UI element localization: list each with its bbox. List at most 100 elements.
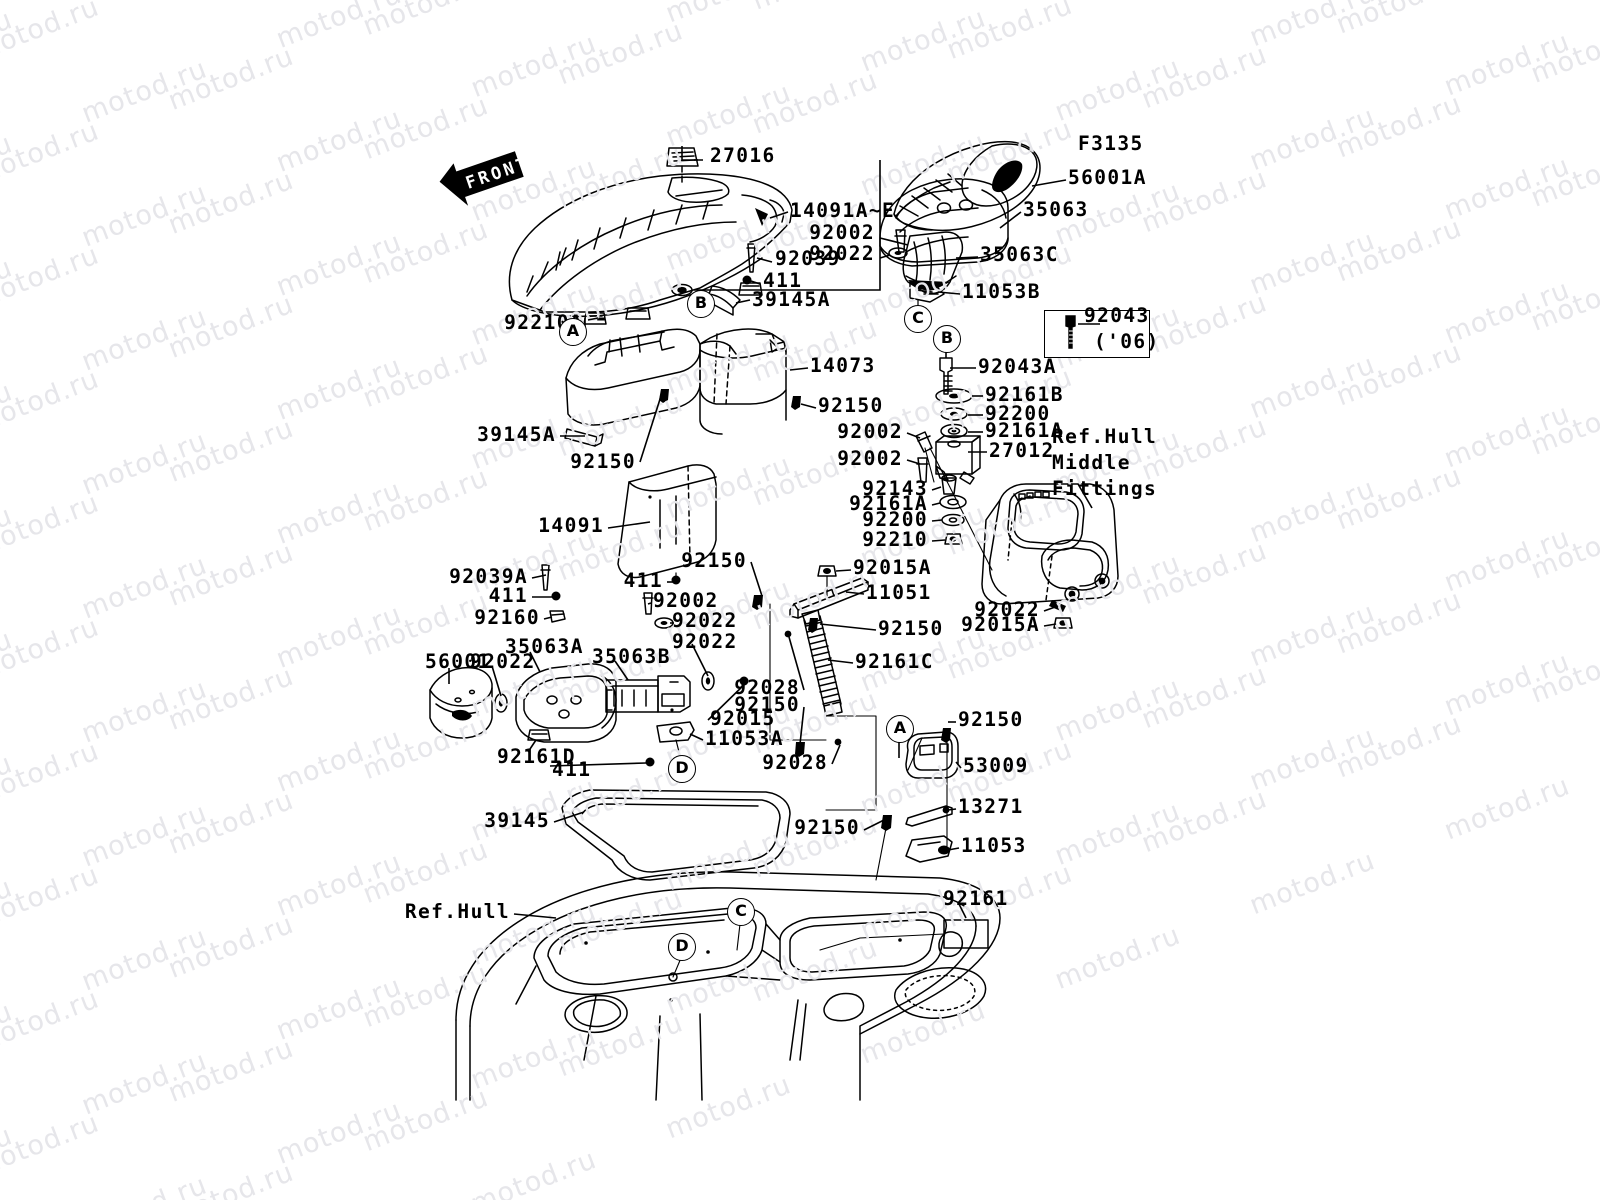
part-label-92150: 92150	[818, 394, 884, 417]
part-label-411: 411	[552, 758, 592, 781]
inset-label-92043: 92043	[1084, 304, 1150, 327]
part-label-27012: 27012	[989, 439, 1055, 462]
part-label-14091: 14091	[538, 514, 604, 537]
part-label-11053: 11053	[961, 834, 1027, 857]
part-11053B-bracket	[909, 281, 945, 303]
part-13271-rod	[905, 805, 953, 827]
callout-letter-c: C	[727, 898, 755, 926]
part-92002-bolt-latch-a	[915, 431, 933, 453]
part-label-411: 411	[623, 569, 663, 592]
screw-92150-bracket	[881, 815, 892, 831]
part-92039-pin	[746, 243, 757, 273]
part-label-RefHull: Ref.Hull	[404, 900, 510, 923]
part-label-92160: 92160	[474, 606, 540, 629]
part-11053-bracket	[905, 835, 953, 863]
part-label-411: 411	[763, 269, 803, 292]
part-label-11051: 11051	[866, 581, 932, 604]
part-92039A-pin	[540, 564, 551, 591]
part-label-92200: 92200	[985, 402, 1051, 425]
part-92161A-washer-b	[939, 494, 967, 510]
screw-92150-stay	[752, 595, 818, 757]
part-92161D-clip	[527, 729, 551, 741]
part-35063B-bracket	[605, 675, 691, 713]
part-label-92015A: 92015A	[961, 613, 1040, 636]
part-label-92022: 92022	[809, 242, 875, 265]
part-92002-bolt-topright	[894, 229, 907, 253]
part-92043A-screw	[939, 357, 953, 395]
part-411-rivet-3	[645, 757, 655, 767]
part-label-92022: 92022	[470, 650, 536, 673]
part-label-92161D: 92161D	[497, 745, 576, 768]
part-label-11053B: 11053B	[962, 280, 1041, 303]
part-label-92150: 92150	[958, 708, 1024, 731]
callout-letter-d: D	[668, 755, 696, 783]
ref-line-2: Middle	[1052, 451, 1131, 474]
part-label-92022: 92022	[672, 630, 738, 653]
callout-letter-d: D	[668, 933, 696, 961]
part-label-92022: 92022	[672, 609, 738, 632]
part-label-92039A: 92039A	[449, 565, 528, 588]
part-92160-nut	[549, 610, 566, 623]
callout-letter-c: C	[904, 305, 932, 333]
part-label-92015A: 92015A	[853, 556, 932, 579]
part-92200-washer-a	[940, 407, 968, 421]
part-label-92150: 92150	[878, 617, 944, 640]
part-label-92150: 92150	[681, 549, 747, 572]
part-35063-cover	[879, 178, 1009, 267]
part-label-92015: 92015	[710, 707, 776, 730]
part-label-92002: 92002	[653, 589, 719, 612]
part-92028-pin-a	[784, 630, 792, 638]
part-label-92039: 92039	[775, 247, 841, 270]
part-92015A-nut-upper	[817, 565, 837, 577]
callout-letter-a: A	[886, 715, 914, 743]
screw-92150-handle	[941, 728, 951, 743]
part-11051-stay	[789, 577, 869, 619]
part-label-39145: 39145	[484, 809, 550, 832]
part-92022-washer-topright	[888, 247, 908, 259]
screws-92150-tray	[659, 389, 801, 410]
part-label-92028: 92028	[734, 676, 800, 699]
part-label-35063A: 35063A	[505, 635, 584, 658]
part-label-92002: 92002	[837, 420, 903, 443]
ref-hull-middle-fittings-panel	[981, 483, 1119, 605]
part-label-92200: 92200	[862, 508, 928, 531]
part-label-92161C: 92161C	[855, 650, 934, 673]
part-label-39145A: 39145A	[752, 288, 831, 311]
part-label-92161A: 92161A	[849, 492, 928, 515]
part-label-92143: 92143	[862, 477, 928, 500]
part-label-53009: 53009	[963, 754, 1029, 777]
ref-line-1: Ref.Hull	[1052, 425, 1158, 448]
front-direction-arrow: FRONT	[439, 151, 532, 206]
part-411-rivet-2	[551, 591, 561, 601]
part-label-92161A: 92161A	[985, 419, 1064, 442]
part-label-14091AE: 14091A~E	[790, 199, 896, 222]
part-label-92002: 92002	[809, 221, 875, 244]
part-14091-cover	[617, 464, 717, 579]
ref-hull-middle-fittings-label: Ref.Hull Middle Fittings	[1052, 425, 1157, 500]
part-label-92022: 92022	[974, 598, 1040, 621]
part-label-92210: 92210	[862, 528, 928, 551]
part-92028-pin-b	[834, 738, 842, 746]
inset-screw-92043	[1065, 315, 1100, 349]
callout-letter-a: A	[559, 318, 587, 346]
part-92022-washer-c	[701, 671, 715, 691]
part-56001-mirror	[429, 666, 493, 739]
part-label-13271: 13271	[958, 795, 1024, 818]
part-label-92043A: 92043A	[978, 355, 1057, 378]
callout-letter-b: B	[687, 290, 715, 318]
part-label-92150: 92150	[570, 450, 636, 473]
inset-box-92043	[1044, 310, 1150, 358]
part-411-rivet	[742, 275, 752, 285]
part-label-56001: 56001	[425, 650, 491, 673]
part-35063A-housing	[515, 663, 617, 743]
part-label-92150: 92150	[734, 693, 800, 716]
part-label-92002: 92002	[837, 447, 903, 470]
ref-line-3: Fittings	[1052, 477, 1158, 500]
part-label-35063B: 35063B	[592, 645, 671, 668]
part-92161A-washer-a	[940, 423, 968, 439]
diagram-code: F3135	[1078, 132, 1144, 155]
part-label-411: 411	[488, 584, 528, 607]
